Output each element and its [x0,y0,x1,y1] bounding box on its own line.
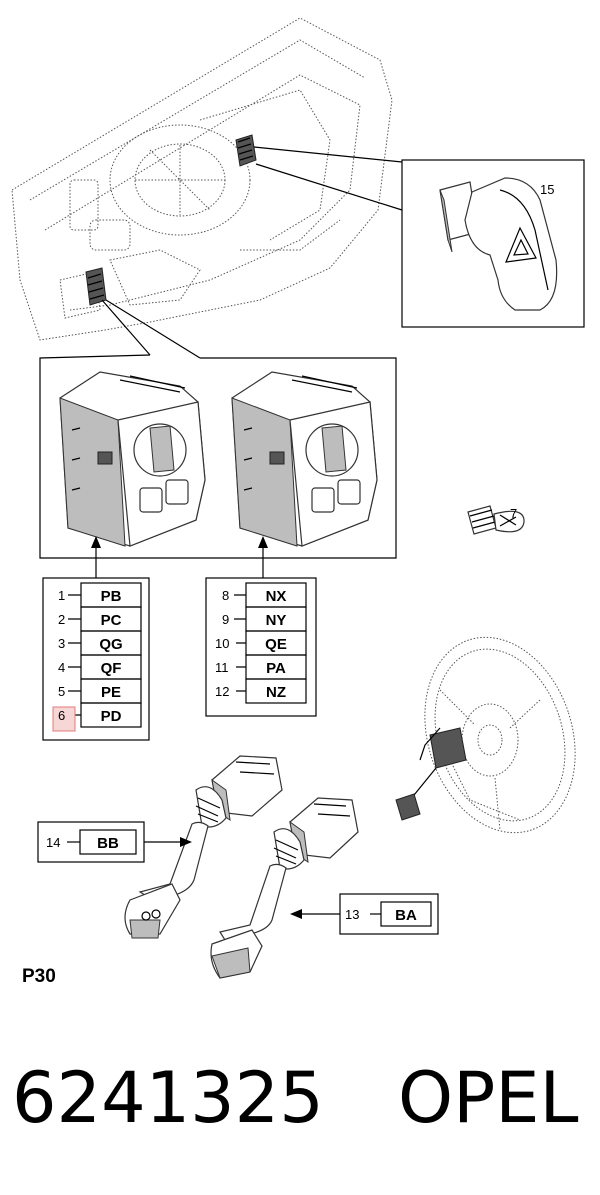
stalk-left-code: BB [97,835,119,852]
table-row-code: PD [101,708,122,725]
light-switch-frame [59,371,378,547]
table-row-code: PC [101,612,122,629]
stalk-switch-right [210,797,359,979]
left-code-table: 1 PB 2 PC 3 QG 4 QF 5 PE 6 PD [42,577,150,741]
table-row-num: 12 [215,684,229,699]
table-row-num: 2 [58,612,65,627]
table-row-code: PA [266,660,286,677]
table-row-code: PB [101,588,122,605]
table-row-code: QE [265,636,287,653]
brand-name: OPEL [398,1057,579,1139]
table-row-code: NZ [266,684,286,701]
hazard-switch-location [235,134,257,167]
table-row-code: NX [266,588,287,605]
stalk-right-num: 13 [345,907,359,922]
table-row-num: 4 [58,660,65,675]
table-row-code: NY [266,612,287,629]
left-table-rows: 1 PB 2 PC 3 QG 4 QF 5 PE 6 PD [58,588,123,725]
table-row-code: QG [99,636,122,653]
table-row-num: 8 [222,588,229,603]
table-row-num: 10 [215,636,229,651]
table-row-num: 11 [215,660,229,675]
table-row-num: 3 [58,636,65,651]
dashboard-illustration [11,17,393,341]
table-row-num: 9 [222,612,229,627]
callout-15: 15 [540,182,554,197]
figure-reference: P30 [22,966,56,987]
table-row-code: QF [101,660,122,677]
bulb-illustration: 7 [467,505,525,535]
table-row-code: PE [101,684,121,701]
stalk-right-code: BA [395,907,417,924]
hazard-switch-inset: 15 [401,159,585,328]
stalk-switch-left [124,755,283,939]
table-row-num: 6 [58,708,65,723]
table-row-num: 5 [58,684,65,699]
table-row-num: 1 [58,588,65,603]
light-switch-location [85,267,107,306]
steering-wheel-illustration [395,636,576,834]
part-number: 6241325 [12,1057,324,1139]
stalk-label-left: 14 BB [37,821,192,863]
stalk-left-num: 14 [46,835,60,850]
right-table-rows: 8 NX 9 NY 10 QE 11 PA 12 NZ [215,588,287,701]
light-switch-right [231,371,378,547]
stalk-label-right: 13 BA [290,893,439,935]
light-switch-left [59,371,206,547]
column-stalk-location [395,727,467,821]
right-code-table: 8 NX 9 NY 10 QE 11 PA 12 NZ [205,577,317,717]
callout-7: 7 [510,506,517,521]
highlight-box [52,706,76,732]
